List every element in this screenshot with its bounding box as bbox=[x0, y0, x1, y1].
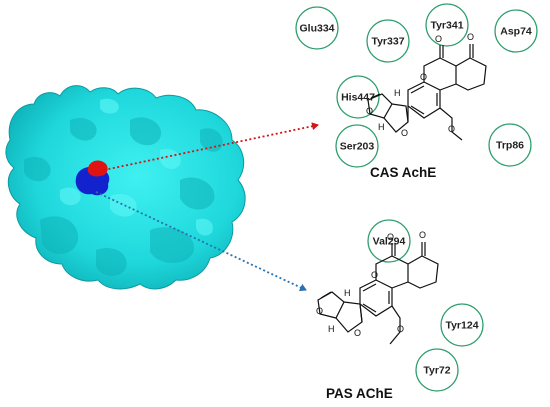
cas-molecule-labels: O O O O O O H H bbox=[366, 32, 474, 138]
cas-site-patch bbox=[87, 160, 108, 177]
cas-ring-o: O bbox=[401, 128, 408, 138]
residue-circle bbox=[488, 123, 532, 167]
residue-label: Tyr124 bbox=[445, 320, 478, 332]
surface-highlights bbox=[60, 98, 213, 236]
cas-ketone-o: O bbox=[467, 32, 474, 42]
residue-glu334: Glu334 bbox=[295, 6, 339, 50]
cas-methoxy-o: O bbox=[448, 124, 455, 134]
pas-furan-o: O bbox=[316, 306, 323, 316]
residue-circle bbox=[415, 348, 459, 392]
cas-carbonyl-o: O bbox=[435, 34, 442, 44]
surface-shading bbox=[24, 117, 223, 277]
residue-label: Trp86 bbox=[496, 140, 524, 152]
pas-h-bottom: H bbox=[328, 324, 335, 334]
pas-h-top: H bbox=[344, 288, 351, 298]
cas-arrow bbox=[103, 122, 319, 171]
residue-asp74: Asp74 bbox=[494, 9, 538, 53]
pas-methoxy-o: O bbox=[397, 324, 404, 334]
cas-molecule bbox=[367, 44, 487, 141]
residue-tyr72: Tyr72 bbox=[415, 348, 459, 392]
cas-h-top: H bbox=[394, 88, 401, 98]
residue-circle bbox=[366, 19, 410, 63]
residue-label: Val294 bbox=[373, 236, 406, 248]
residue-label: Tyr337 bbox=[371, 36, 404, 48]
residue-trp86: Trp86 bbox=[488, 123, 532, 167]
pas-ketone-o: O bbox=[419, 230, 426, 240]
residue-circle bbox=[440, 303, 484, 347]
residue-tyr337: Tyr337 bbox=[366, 19, 410, 63]
cas-lactone-o: O bbox=[420, 72, 427, 82]
residue-circle bbox=[367, 219, 411, 263]
pas-ring-o: O bbox=[354, 328, 361, 338]
protein-surface bbox=[5, 85, 246, 290]
pas-lactone-o: O bbox=[371, 270, 378, 280]
residue-label: Glu334 bbox=[299, 23, 334, 35]
residue-circle bbox=[335, 124, 379, 168]
pas-panel-title: PAS AChE bbox=[326, 386, 393, 401]
residue-label: His447 bbox=[341, 92, 375, 104]
residue-tyr341: Tyr341 bbox=[425, 3, 469, 47]
pas-molecule-labels: O O O O O O H H bbox=[316, 230, 426, 338]
residue-val294: Val294 bbox=[367, 219, 411, 263]
residue-label: Tyr341 bbox=[430, 20, 463, 32]
residue-label: Ser203 bbox=[340, 141, 375, 153]
residue-circle bbox=[425, 3, 469, 47]
residue-tyr124: Tyr124 bbox=[440, 303, 484, 347]
residue-circle bbox=[295, 6, 339, 50]
residue-label: Tyr72 bbox=[423, 365, 450, 377]
residue-circle bbox=[494, 9, 538, 53]
cas-furan-o: O bbox=[366, 106, 373, 116]
residue-ser203: Ser203 bbox=[335, 124, 379, 168]
cas-panel-title: CAS AchE bbox=[370, 165, 436, 180]
residue-label: Asp74 bbox=[500, 26, 532, 38]
pas-molecule bbox=[317, 242, 439, 345]
cas-h-bottom: H bbox=[378, 122, 385, 132]
pas-carbonyl-o: O bbox=[387, 232, 394, 242]
